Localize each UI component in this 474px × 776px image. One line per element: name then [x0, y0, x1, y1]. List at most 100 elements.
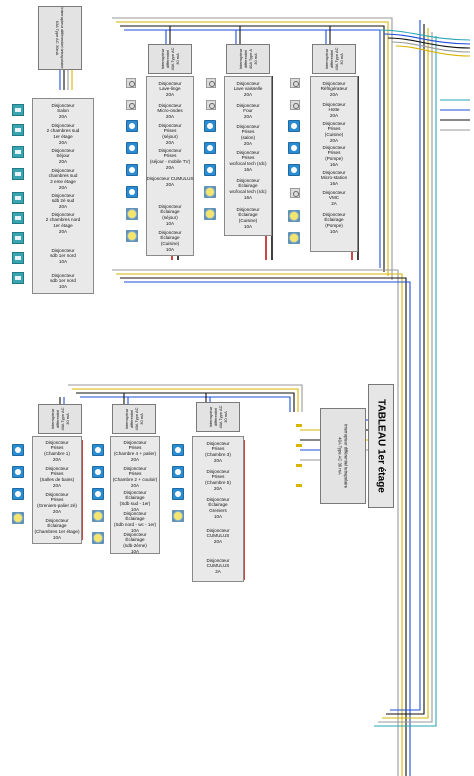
- breaker-circuit-2: (Chambre 5): [205, 480, 231, 485]
- breaker-circuit-2: (séjour - mobile TV): [149, 159, 191, 164]
- group-f-idiff: Interrupteur différentiel 40A Type AC 30…: [196, 402, 240, 432]
- group-b-breaker-eclairage-cuisine: Disjoncteur Éclairage (Cuisine) 10A: [224, 204, 272, 232]
- breaker-rating: 16A: [243, 166, 253, 172]
- breaker-circuit: Éclairage: [160, 209, 180, 215]
- socket-icon: [126, 142, 138, 154]
- breaker-rating: 20A: [329, 91, 339, 97]
- breaker-sdb-2e-sud: Disjoncteur sdb 2è sud 20A: [34, 192, 92, 210]
- breaker-label: Disjoncteur: [322, 101, 346, 107]
- breaker-rating: 10A: [130, 548, 140, 554]
- breaker-rating: 10A: [58, 258, 68, 264]
- socket-icon: [288, 120, 300, 132]
- breaker-circuit: Prises: [241, 129, 255, 135]
- breaker-circuit: Éclairage: [125, 537, 145, 543]
- group-f-breaker-eclairage-greniers: Disjoncteur Éclairage Greniers 10A: [192, 494, 244, 522]
- breaker-circuit: sdb 1er nord: [50, 253, 76, 259]
- group-e-breaker-eclairage-sdb-2eme: Disjoncteur Éclairage (sdb-2ème) 10A: [110, 532, 160, 554]
- breaker-circuit: sdb 2è sud: [51, 198, 75, 204]
- breaker-circuit: Four: [243, 108, 253, 114]
- breaker-circuit-2: (Chambres 1er étage): [34, 529, 80, 534]
- breaker-label: Disjoncteur: [45, 517, 69, 523]
- light-bulb-icon: [92, 532, 104, 544]
- breaker-circuit: 2 chambres nord: [45, 217, 81, 223]
- breaker-rating: 20A: [58, 184, 68, 190]
- socket-icon: [172, 444, 184, 456]
- microwave-icon: [126, 100, 136, 110]
- breaker-rating: 10A: [58, 283, 68, 289]
- breaker-label: Disjoncteur: [51, 147, 75, 153]
- breaker-circuit-2: (Sdb nord - wc - 1er): [113, 522, 157, 527]
- breaker-label: Disjoncteur: [236, 177, 260, 183]
- socket-icon: [92, 466, 104, 478]
- breaker-circuit: Éclairage: [125, 516, 145, 522]
- socket-icon: [288, 164, 300, 176]
- light-bulb-icon: [92, 510, 104, 522]
- breaker-circuit: Micro-ondes: [157, 108, 183, 114]
- breaker-circuit: Éclairage: [47, 523, 67, 529]
- breaker-label: Disjoncteur: [206, 557, 230, 563]
- breaker-circuit-2: (Sdb sud - 1er): [119, 501, 151, 506]
- breaker-rating: 10A: [329, 228, 339, 234]
- outlet-icon: [12, 252, 24, 264]
- socket-icon: [92, 488, 104, 500]
- idiff-line-4: 30 mA: [65, 413, 70, 425]
- idiff-line-4: 30 mA: [339, 53, 344, 65]
- breaker-rating: 20A: [213, 538, 223, 544]
- breaker-circuit: Prises: [211, 474, 225, 480]
- breaker-2-chambres-nord: Disjoncteur 2 chambres nord 1er étage 20…: [34, 210, 92, 236]
- socket-icon: [126, 186, 138, 198]
- group-a-breakers-panel: [146, 76, 194, 256]
- group-a-breaker-micro-ondes: Disjoncteur Micro-ondes 20A: [146, 100, 194, 122]
- group-b-breaker-prises-wc: Disjoncteur Prises wc/local tech (rdc) 1…: [224, 148, 272, 174]
- breaker-circuit-2: (Chambre 4 + palier): [113, 451, 157, 456]
- breaker-2-chambres-sud: Disjoncteur 2 chambres sud 1er étage 20A: [34, 122, 92, 146]
- socket-icon: [204, 142, 216, 154]
- breaker-circuit-2: wc/local tech (rdc): [229, 161, 267, 166]
- group-e-breaker-eclairage-sdb-nord: Disjoncteur Éclairage (Sdb nord - wc - 1…: [110, 510, 160, 533]
- breaker-rating: 10A: [130, 527, 140, 533]
- breaker-rating: 20A: [58, 139, 68, 145]
- breaker-label: Disjoncteur: [51, 122, 75, 128]
- breaker-rating: 20A: [213, 457, 223, 463]
- breaker-label: Disjoncteur: [236, 149, 260, 155]
- breaker-circuit-2: 1er étage: [53, 223, 73, 228]
- breaker-circuit: chambres sud: [48, 173, 78, 179]
- breaker-rating: 2A: [331, 200, 337, 206]
- group-b-breaker-lave-vaisselle: Disjoncteur Lave vaisselle 20A: [224, 78, 272, 100]
- breaker-circuit-2: (Chambre 3): [205, 452, 231, 457]
- socket-icon: [172, 466, 184, 478]
- breaker-circuit-2: (Cuisine): [238, 218, 258, 223]
- breaker-rating: 20A: [165, 164, 175, 170]
- group-d-breaker-prises-greniers: Disjoncteur Prises (Greniers-palier 2è) …: [32, 490, 82, 516]
- breaker-circuit-2: (séjour): [162, 134, 178, 139]
- breaker-label: Disjoncteur: [51, 272, 75, 278]
- socket-icon: [92, 444, 104, 456]
- outlet-icon: [12, 104, 24, 116]
- breaker-label: Disjoncteur: [158, 203, 182, 209]
- group-e-breaker-prises-chambre-2: Disjoncteur Prises (Chambre 2 + couloir)…: [110, 464, 160, 490]
- breaker-sejour: Disjoncteur Séjour 20A: [34, 146, 92, 166]
- group-b-breakers-panel: [224, 76, 272, 236]
- breaker-rating: 20A: [329, 137, 339, 143]
- breaker-label: Disjoncteur: [123, 510, 147, 516]
- breaker-circuit-2: Greniers: [209, 508, 227, 513]
- breaker-circuit: CUMULUS: [206, 533, 230, 539]
- group-c-idiff: Interrupteur différentiel 40A Type AC 30…: [312, 44, 356, 74]
- group-c-breaker-prises-pompe: Disjoncteur Prises (Pompe) 16A: [310, 144, 358, 168]
- group-a-breaker-prises-sejour-tv: Disjoncteur Prises (séjour - mobile TV) …: [146, 146, 194, 172]
- breaker-circuit-2: (Pompe): [325, 223, 343, 228]
- group-f-breaker-cumulus-2a: Disjoncteur CUMULUS 2A: [192, 554, 244, 578]
- breaker-rating: 20A: [243, 140, 253, 146]
- outlet-icon: [12, 192, 24, 204]
- breaker-rating: 20A: [58, 228, 68, 234]
- breaker-chambres-sud-2eme: Disjoncteur chambres sud 2 eme étage 20A: [34, 166, 92, 192]
- main-idiff-tetrapolaire: Interrupteur différentiel tetrapolaire 6…: [38, 6, 82, 70]
- light-bulb-icon: [172, 510, 184, 522]
- light-bulb-icon: [204, 186, 216, 198]
- breaker-circuit-2: (Pompe): [325, 156, 343, 161]
- outlet-icon: [12, 124, 24, 136]
- light-bulb-icon: [12, 512, 24, 524]
- group-c-breaker-hotte: Disjoncteur Hotte 20A: [310, 100, 358, 120]
- socket-icon: [204, 164, 216, 176]
- breaker-rating: 20A: [165, 113, 175, 119]
